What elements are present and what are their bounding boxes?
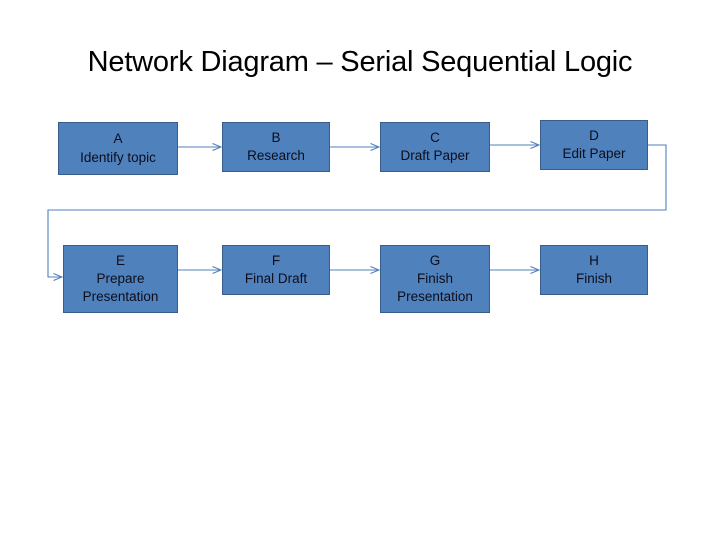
node-g[interactable]: G Finish Presentation (380, 245, 490, 313)
node-d-id: D (589, 127, 599, 143)
node-g-id: G (429, 252, 441, 268)
node-e-id: E (115, 252, 125, 268)
node-a[interactable]: A Identify topic (58, 122, 178, 175)
node-f-label: Final Draft (244, 271, 308, 286)
node-b-label: Research (247, 148, 305, 163)
node-h[interactable]: H Finish (540, 245, 648, 295)
node-c[interactable]: C Draft Paper (380, 122, 490, 172)
node-c-id: C (430, 129, 440, 145)
node-b-id: B (271, 129, 281, 145)
node-a-id: A (113, 131, 123, 147)
node-e-label: Prepare Presentation (82, 270, 159, 305)
node-d[interactable]: D Edit Paper (540, 120, 648, 170)
node-c-label: Draft Paper (400, 148, 470, 163)
node-b[interactable]: B Research (222, 122, 330, 172)
node-d-label: Edit Paper (562, 146, 626, 161)
node-a-label: Identify topic (80, 149, 156, 165)
node-g-label: Finish Presentation (397, 270, 473, 305)
node-f[interactable]: F Final Draft (222, 245, 330, 295)
page-title: Network Diagram – Serial Sequential Logi… (87, 46, 633, 78)
node-h-label: Finish (575, 271, 612, 286)
node-f-id: F (271, 252, 281, 268)
node-h-id: H (589, 252, 599, 268)
node-e[interactable]: E Prepare Presentation (63, 245, 178, 313)
